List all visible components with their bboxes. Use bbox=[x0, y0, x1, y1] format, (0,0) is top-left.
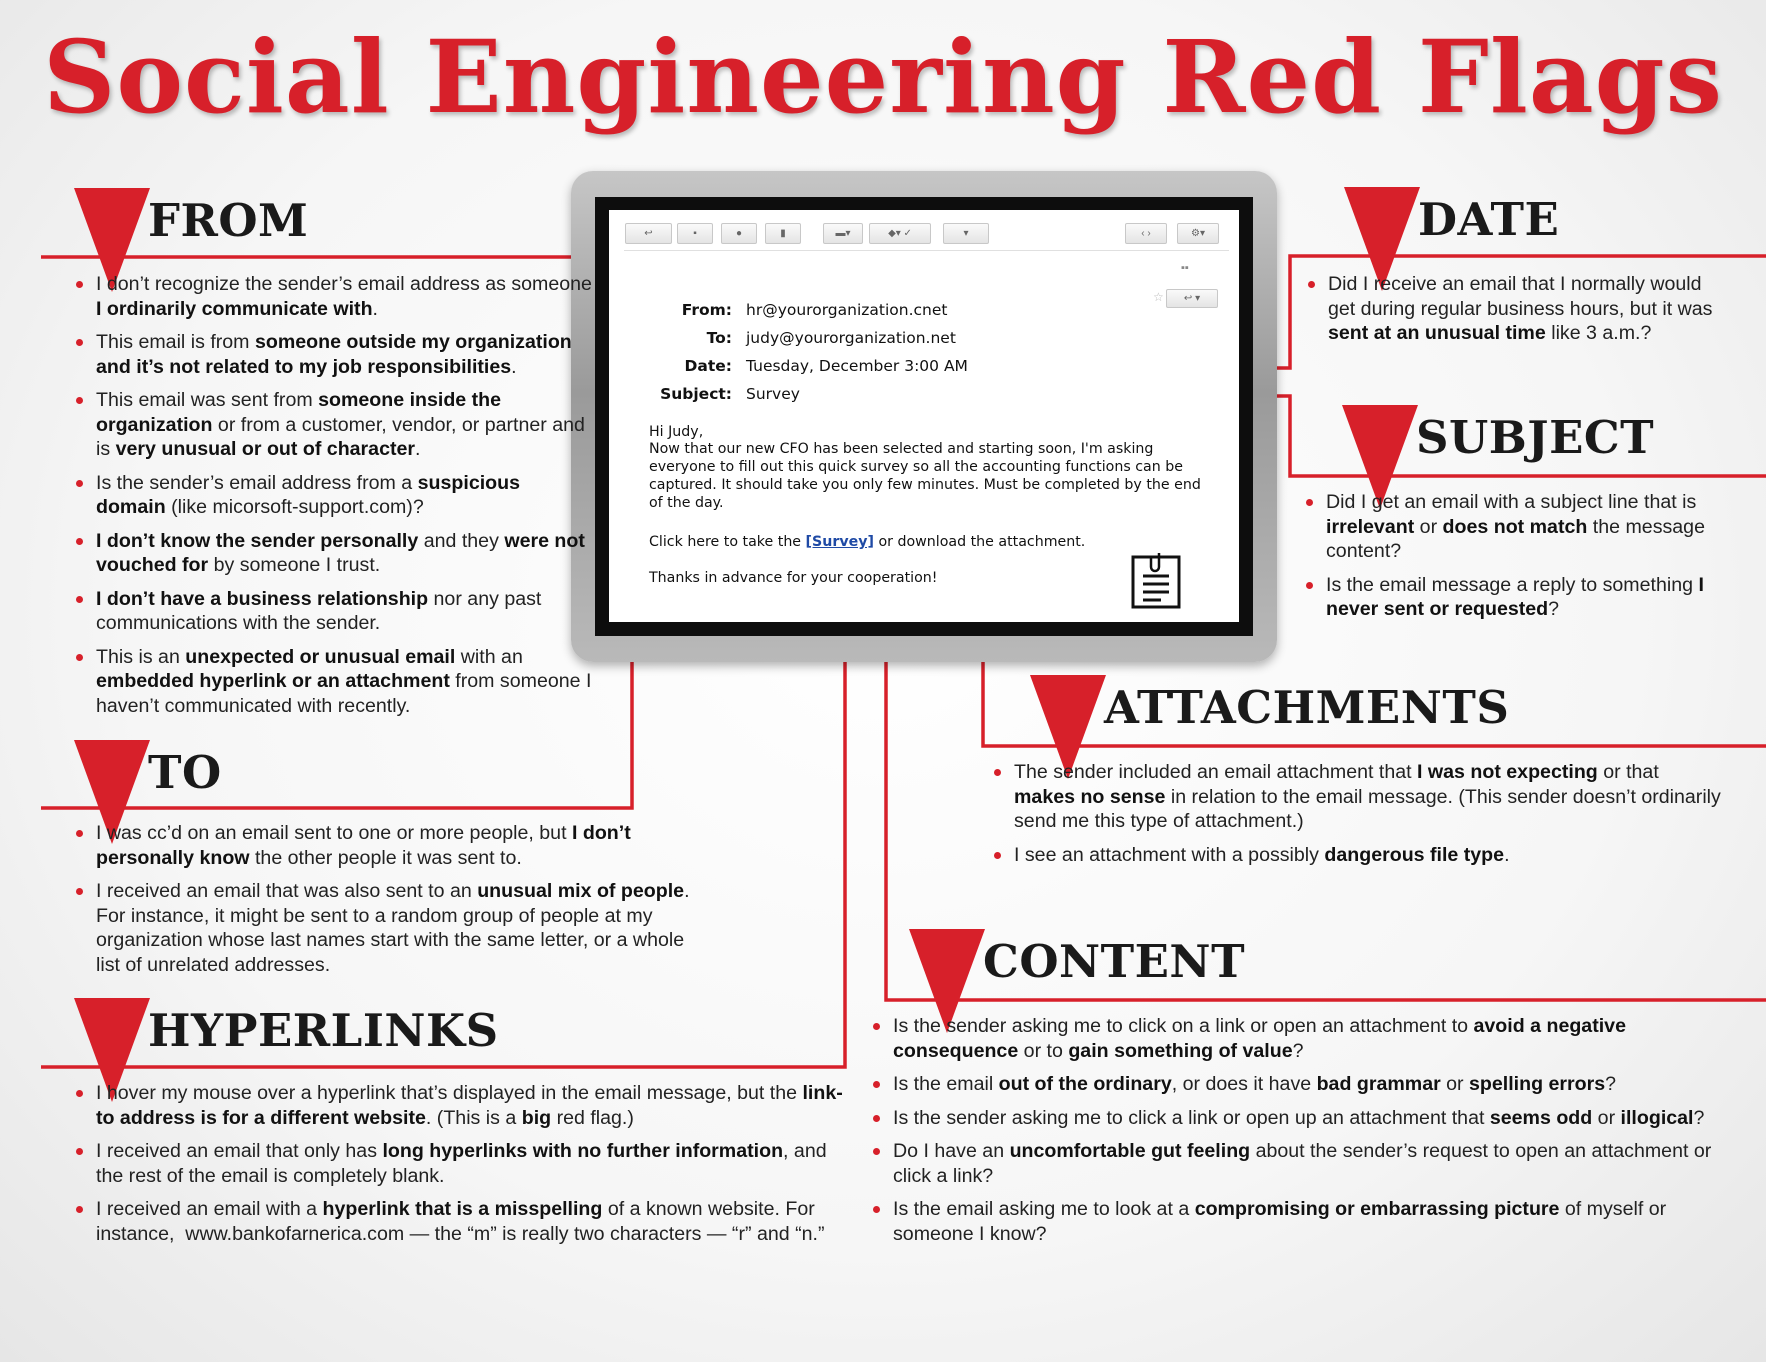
red-triangle-flag-icon bbox=[909, 929, 985, 1033]
from-list: I don’t recognize the sender’s email add… bbox=[74, 272, 594, 727]
label-button[interactable]: ◆▾ ✓ bbox=[869, 223, 931, 244]
content-red-flag-item: Is the sender asking me to click a link … bbox=[871, 1106, 1741, 1131]
content-red-flag-item: Is the sender asking me to click on a li… bbox=[871, 1014, 1741, 1063]
from-value: hr@yourorganization.cnet bbox=[746, 301, 948, 319]
subject-red-flag-item: Is the email message a reply to somethin… bbox=[1304, 573, 1724, 622]
email-screen: ↩ ▪ ● ▮ ▬▾ ◆▾ ✓ ▾ ‹ › ⚙▾ ▪▪ ☆ ↩ ▾ From: … bbox=[609, 210, 1239, 622]
from-red-flag-item: This email is from someone outside my or… bbox=[74, 330, 594, 379]
to-red-flag-item: I was cc’d on an email sent to one or mo… bbox=[74, 821, 699, 870]
survey-link[interactable]: [Survey] bbox=[805, 534, 874, 550]
cta-text-before: Click here to take the bbox=[649, 534, 806, 550]
to-value: judy@yourorganization.net bbox=[746, 329, 956, 347]
from-label: From: bbox=[681, 301, 732, 319]
date-label: Date: bbox=[684, 357, 732, 375]
more-button[interactable]: ▾ bbox=[943, 223, 989, 244]
red-triangle-flag-icon bbox=[1344, 187, 1420, 291]
from-red-flag-item: I don’t recognize the sender’s email add… bbox=[74, 272, 594, 321]
section-title-subject: SUBJECT bbox=[1416, 411, 1655, 464]
from-red-flag-item: I don’t have a business relationship nor… bbox=[74, 587, 594, 636]
to-red-flag-item: I received an email that was also sent t… bbox=[74, 879, 699, 977]
hyperlinks-red-flag-item: I received an email that only has long h… bbox=[74, 1139, 844, 1188]
print-icon[interactable]: ▪▪ bbox=[1181, 262, 1189, 274]
reply-button[interactable]: ↩ bbox=[625, 223, 672, 244]
reply-menu-button[interactable]: ↩ ▾ bbox=[1166, 289, 1218, 308]
attachments-red-flag-item: The sender included an email attachment … bbox=[992, 760, 1722, 834]
from-red-flag-item: This email was sent from someone inside … bbox=[74, 388, 594, 462]
section-title-to: TO bbox=[148, 746, 222, 799]
pager-buttons[interactable]: ‹ › bbox=[1125, 223, 1167, 244]
settings-button[interactable]: ⚙▾ bbox=[1177, 223, 1219, 244]
date-red-flag-item: Did I receive an email that I normally w… bbox=[1306, 272, 1726, 346]
red-triangle-flag-icon bbox=[1030, 675, 1106, 779]
attachments-red-flag-item: I see an attachment with a possibly dang… bbox=[992, 843, 1722, 868]
to-list: I was cc’d on an email sent to one or mo… bbox=[74, 821, 699, 986]
tablet-email-illustration: ↩ ▪ ● ▮ ▬▾ ◆▾ ✓ ▾ ‹ › ⚙▾ ▪▪ ☆ ↩ ▾ From: … bbox=[571, 171, 1277, 662]
subject-red-flag-item: Did I get an email with a subject line t… bbox=[1304, 490, 1724, 564]
subject-value: Survey bbox=[746, 385, 800, 403]
section-title-hyperlinks: HYPERLINKS bbox=[148, 1004, 499, 1057]
toolbar-divider bbox=[624, 250, 1229, 251]
archive-button[interactable]: ▪ bbox=[677, 223, 713, 244]
red-triangle-flag-icon bbox=[74, 188, 150, 292]
section-title-content: CONTENT bbox=[983, 935, 1246, 988]
hyperlinks-list: I hover my mouse over a hyperlink that’s… bbox=[74, 1081, 844, 1255]
section-title-date: DATE bbox=[1418, 193, 1560, 246]
section-title-attachments: ATTACHMENTS bbox=[1104, 681, 1510, 734]
email-cta: Click here to take the [Survey] or downl… bbox=[649, 533, 1219, 551]
date-list: Did I receive an email that I normally w… bbox=[1306, 272, 1726, 355]
date-value: Tuesday, December 3:00 AM bbox=[746, 357, 968, 375]
red-triangle-flag-icon bbox=[74, 740, 150, 844]
from-red-flag-item: I don’t know the sender personally and t… bbox=[74, 529, 594, 578]
delete-button[interactable]: ▮ bbox=[765, 223, 801, 244]
folder-button[interactable]: ▬▾ bbox=[823, 223, 863, 244]
email-body: Now that our new CFO has been selected a… bbox=[649, 441, 1201, 511]
attachment-document-icon[interactable] bbox=[1129, 550, 1185, 612]
content-red-flag-item: Is the email asking me to look at a comp… bbox=[871, 1197, 1741, 1246]
hyperlinks-red-flag-item: I received an email with a hyperlink tha… bbox=[74, 1197, 844, 1246]
to-label: To: bbox=[706, 329, 732, 347]
subject-label: Subject: bbox=[660, 385, 732, 403]
content-red-flag-item: Do I have an uncomfortable gut feeling a… bbox=[871, 1139, 1741, 1188]
report-spam-button[interactable]: ● bbox=[721, 223, 757, 244]
hyperlinks-red-flag-item: I hover my mouse over a hyperlink that’s… bbox=[74, 1081, 844, 1130]
content-list: Is the sender asking me to click on a li… bbox=[871, 1014, 1741, 1255]
subject-list: Did I get an email with a subject line t… bbox=[1304, 490, 1724, 631]
red-triangle-flag-icon bbox=[1342, 405, 1418, 509]
from-red-flag-item: This is an unexpected or unusual email w… bbox=[74, 645, 594, 719]
cta-text-after: or download the attachment. bbox=[873, 534, 1086, 550]
page-title: Social Engineering Red Flags bbox=[43, 18, 1723, 136]
star-icon[interactable]: ☆ bbox=[1153, 290, 1164, 304]
email-greeting: Hi Judy, bbox=[649, 424, 704, 440]
red-triangle-flag-icon bbox=[74, 998, 150, 1102]
content-red-flag-item: Is the email out of the ordinary, or doe… bbox=[871, 1072, 1741, 1097]
email-closing: Thanks in advance for your cooperation! bbox=[649, 570, 938, 586]
from-red-flag-item: Is the sender’s email address from a sus… bbox=[74, 471, 594, 520]
attachments-list: The sender included an email attachment … bbox=[992, 760, 1722, 876]
section-title-from: FROM bbox=[148, 194, 309, 247]
